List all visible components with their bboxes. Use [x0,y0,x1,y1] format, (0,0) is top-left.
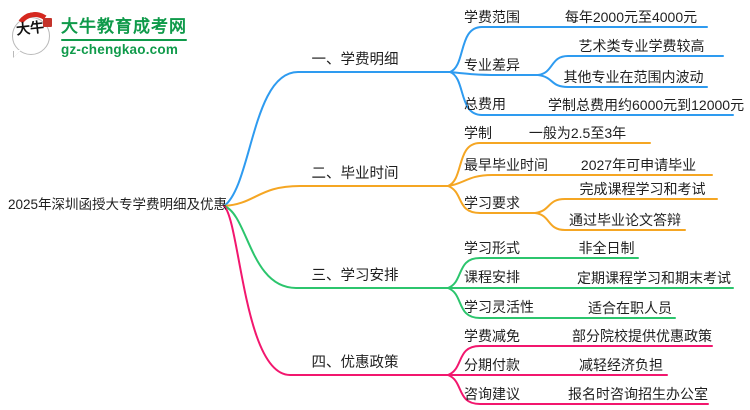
branch4-child1-leaf1[interactable]: 部分院校提供优惠政策 [572,328,712,344]
branch3-child1-label[interactable]: 学习形式 [464,240,520,256]
branch2-child2-label[interactable]: 最早毕业时间 [464,157,548,173]
branch2-child3-leaf2-line [534,212,686,231]
branch1-child1-line [449,26,708,73]
branch4-child3-leaf1[interactable]: 报名时咨询招生办公室 [568,386,708,402]
branch3-main-line [223,205,449,289]
branch1-child2-leaf1[interactable]: 艺术类专业学费较高 [578,38,705,54]
branch1-child1-label[interactable]: 学费范围 [464,9,520,25]
logo-bubble-tail [14,49,21,57]
branch3-child3-line [447,287,676,319]
branch3-label[interactable]: 三、学习安排 [311,268,399,284]
branch4-child3-line [447,374,709,405]
branch1-label[interactable]: 一、学费明细 [311,52,399,68]
branch2-child1-line [447,142,651,187]
branch4-child2-label[interactable]: 分期付款 [464,357,520,373]
logo-mark: 大牛 [11,8,59,57]
branch2-child3-leaf1[interactable]: 完成课程学习和考试 [579,181,706,197]
branch2-child3-line [447,185,536,214]
branch1-child3-label[interactable]: 总费用 [464,96,506,112]
branch2-main-line [223,185,449,207]
branch4-child3-label[interactable]: 咨询建议 [464,386,520,402]
branch3-child3-leaf1[interactable]: 适合在职人员 [588,300,672,316]
logo-divider [61,39,187,41]
branch1-child2-leaf2-line [537,74,708,88]
branch3-child2-leaf1[interactable]: 定期课程学习和期末考试 [577,270,731,286]
site-logo[interactable]: 大牛 大牛教育成考网 gz-chengkao.com [11,8,187,57]
branch2-child3-leaf2[interactable]: 通过毕业论文答辩 [569,212,681,228]
branch2-child3-leaf1-line [534,198,718,214]
root-topic[interactable]: 2025年深圳函授大专学费明细及优惠 [8,197,228,212]
branch2-child1-label[interactable]: 学制 [464,125,492,141]
logo-domain[interactable]: gz-chengkao.com [61,42,179,57]
branch4-label[interactable]: 四、优惠政策 [311,355,399,371]
branch1-child2-label[interactable]: 专业差异 [464,57,520,73]
branch1-child1-leaf1[interactable]: 每年2000元至4000元 [564,9,698,25]
branch1-child3-leaf1[interactable]: 学制总费用约6000元到12000元 [548,97,745,113]
branch1-child2-leaf2[interactable]: 其他专业在范围内波动 [563,69,704,85]
logo-circle [12,16,50,55]
branch3-child2-label[interactable]: 课程安排 [464,269,520,285]
branch3-child1-line [447,257,639,289]
branch2-child3-label[interactable]: 学习要求 [464,195,520,211]
branch2-child2-leaf1[interactable]: 2027年可申请毕业 [580,157,697,173]
logo-seal-icon [43,17,52,27]
branch1-child2-line [449,71,539,76]
branch2-child1-leaf1[interactable]: 一般为2.5至3年 [528,125,627,141]
branch1-child2-leaf1-line [537,55,724,76]
branch4-main-line [223,205,449,376]
branch4-child1-label[interactable]: 学费减免 [464,328,520,344]
branch2-child2-line [447,174,713,187]
branch4-child1-line [447,345,713,376]
branch1-main-line [223,71,451,207]
logo-text-block: 大牛教育成考网 gz-chengkao.com [61,12,187,57]
logo-site-name: 大牛教育成考网 [61,17,187,36]
branch1-child3-line [449,71,734,116]
branch3-child3-label[interactable]: 学习灵活性 [464,299,534,315]
branch3-child1-leaf1[interactable]: 非全日制 [578,240,635,256]
branch4-child2-leaf1[interactable]: 减轻经济负担 [579,357,663,373]
branch2-label[interactable]: 二、毕业时间 [311,166,399,182]
